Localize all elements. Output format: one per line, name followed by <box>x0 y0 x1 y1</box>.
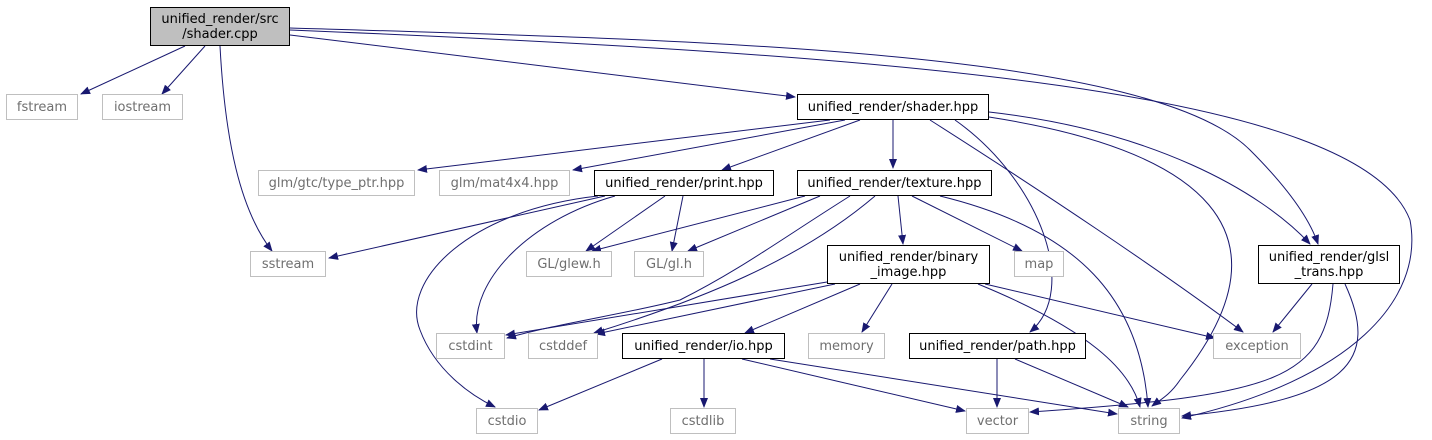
edge-io-to-vector <box>741 358 966 413</box>
node-label: unified_render/glsl _trans.hpp <box>1268 249 1390 280</box>
node-map: map <box>1014 251 1064 277</box>
edge-shader-to-path <box>954 119 1053 333</box>
node-glsl-trans-hpp[interactable]: unified_render/glsl _trans.hpp <box>1258 245 1400 284</box>
node-io-hpp[interactable]: unified_render/io.hpp <box>622 333 785 359</box>
node-label: sstream <box>261 256 315 272</box>
node-vector: vector <box>966 408 1029 434</box>
edge-texture-to-glew <box>591 195 806 253</box>
edge-shader-to-glsl-trans <box>988 111 1311 245</box>
node-label: cstdint <box>448 338 493 354</box>
node-cstdio: cstdio <box>476 408 538 434</box>
node-label: GL/glew.h <box>537 256 601 272</box>
edge-texture-to-cstddef <box>593 195 876 335</box>
edge-io-to-cstdio <box>538 358 663 411</box>
edge-root-to-string <box>289 29 1413 420</box>
node-label: glm/mat4x4.hpp <box>450 175 559 191</box>
edge-path-to-string <box>1014 358 1129 408</box>
node-label: map <box>1024 256 1054 272</box>
edge-print-to-gl <box>669 195 684 252</box>
node-label: unified_render/src /shader.cpp <box>161 11 279 42</box>
node-shader-cpp: unified_render/src /shader.cpp <box>150 7 290 46</box>
node-fstream: fstream <box>6 94 78 120</box>
node-label: vector <box>976 413 1019 429</box>
node-label: unified_render/print.hpp <box>605 175 763 191</box>
edge-root-to-fstream <box>80 45 186 95</box>
edge-shader-to-type-ptr <box>417 119 831 173</box>
edge-binary-to-exception <box>984 283 1216 340</box>
node-texture-hpp[interactable]: unified_render/texture.hpp <box>797 170 992 196</box>
node-binary-image-hpp[interactable]: unified_render/binary _image.hpp <box>827 245 990 284</box>
node-label: cstddef <box>538 338 588 354</box>
edges <box>80 27 1413 420</box>
edge-root-to-sstream <box>219 45 273 252</box>
node-cstddef: cstddef <box>528 333 598 359</box>
node-label: string <box>1130 413 1168 429</box>
node-iostream: iostream <box>102 94 183 120</box>
node-label: GL/gl.h <box>646 256 692 272</box>
edge-print-to-cstdint <box>471 195 616 334</box>
edge-root-to-shader-hpp <box>289 34 796 100</box>
node-label: glm/gtc/type_ptr.hpp <box>268 175 405 191</box>
edge-glsl-to-vector <box>1029 283 1334 416</box>
edge-io-to-string <box>769 358 1118 417</box>
edge-print-to-sstream <box>328 195 606 260</box>
node-path-hpp[interactable]: unified_render/path.hpp <box>909 333 1086 359</box>
edge-texture-to-binary-image <box>897 195 907 245</box>
node-label: unified_render/io.hpp <box>634 338 773 354</box>
edge-print-to-cstdio <box>416 195 599 408</box>
edge-glsl-to-string <box>1181 283 1359 420</box>
edge-shader-to-exception <box>929 119 1244 333</box>
edge-shader-to-string <box>988 116 1233 407</box>
edge-print-to-glew <box>585 195 666 252</box>
node-label: unified_render/path.hpp <box>919 338 1076 354</box>
edge-texture-to-string <box>939 195 1152 408</box>
edge-root-to-iostream <box>161 45 206 95</box>
node-label: cstdio <box>487 413 527 429</box>
node-label: memory <box>819 338 874 354</box>
edge-root-to-glsl-trans <box>289 27 1319 245</box>
node-cstdlib: cstdlib <box>670 408 736 434</box>
edge-glsl-to-exception <box>1272 283 1313 333</box>
node-label: fstream <box>16 99 68 115</box>
edge-binary-to-memory <box>861 283 893 333</box>
edge-binary-to-io <box>744 283 861 334</box>
edge-binary-to-cstdint <box>505 281 828 338</box>
edge-shader-to-mat4x4 <box>572 119 846 173</box>
node-label: cstdlib <box>681 413 725 429</box>
node-string: string <box>1118 408 1180 434</box>
node-cstdint: cstdint <box>436 333 505 359</box>
node-exception: exception <box>1213 333 1301 359</box>
node-print-hpp[interactable]: unified_render/print.hpp <box>594 170 774 196</box>
node-shader-hpp[interactable]: unified_render/shader.hpp <box>797 94 989 120</box>
node-label: unified_render/binary _image.hpp <box>838 249 979 280</box>
edge-binary-to-cstddef <box>595 283 836 337</box>
node-label: iostream <box>113 99 172 115</box>
node-gl-gl: GL/gl.h <box>634 251 704 277</box>
node-label: unified_render/texture.hpp <box>807 175 982 191</box>
node-glm-mat4x4: glm/mat4x4.hpp <box>439 170 570 196</box>
edge-shader-to-print <box>721 119 861 171</box>
node-label: exception <box>1225 338 1289 354</box>
edge-texture-to-map <box>911 195 1023 252</box>
node-memory: memory <box>808 333 885 359</box>
node-glm-type-ptr: glm/gtc/type_ptr.hpp <box>258 170 415 196</box>
node-gl-glew: GL/glew.h <box>526 251 612 277</box>
edge-binary-to-string <box>977 283 1142 408</box>
edge-texture-to-cstdint <box>506 195 851 340</box>
node-label: unified_render/shader.hpp <box>807 99 979 115</box>
edge-texture-to-gl <box>687 195 821 252</box>
node-sstream: sstream <box>250 251 326 277</box>
